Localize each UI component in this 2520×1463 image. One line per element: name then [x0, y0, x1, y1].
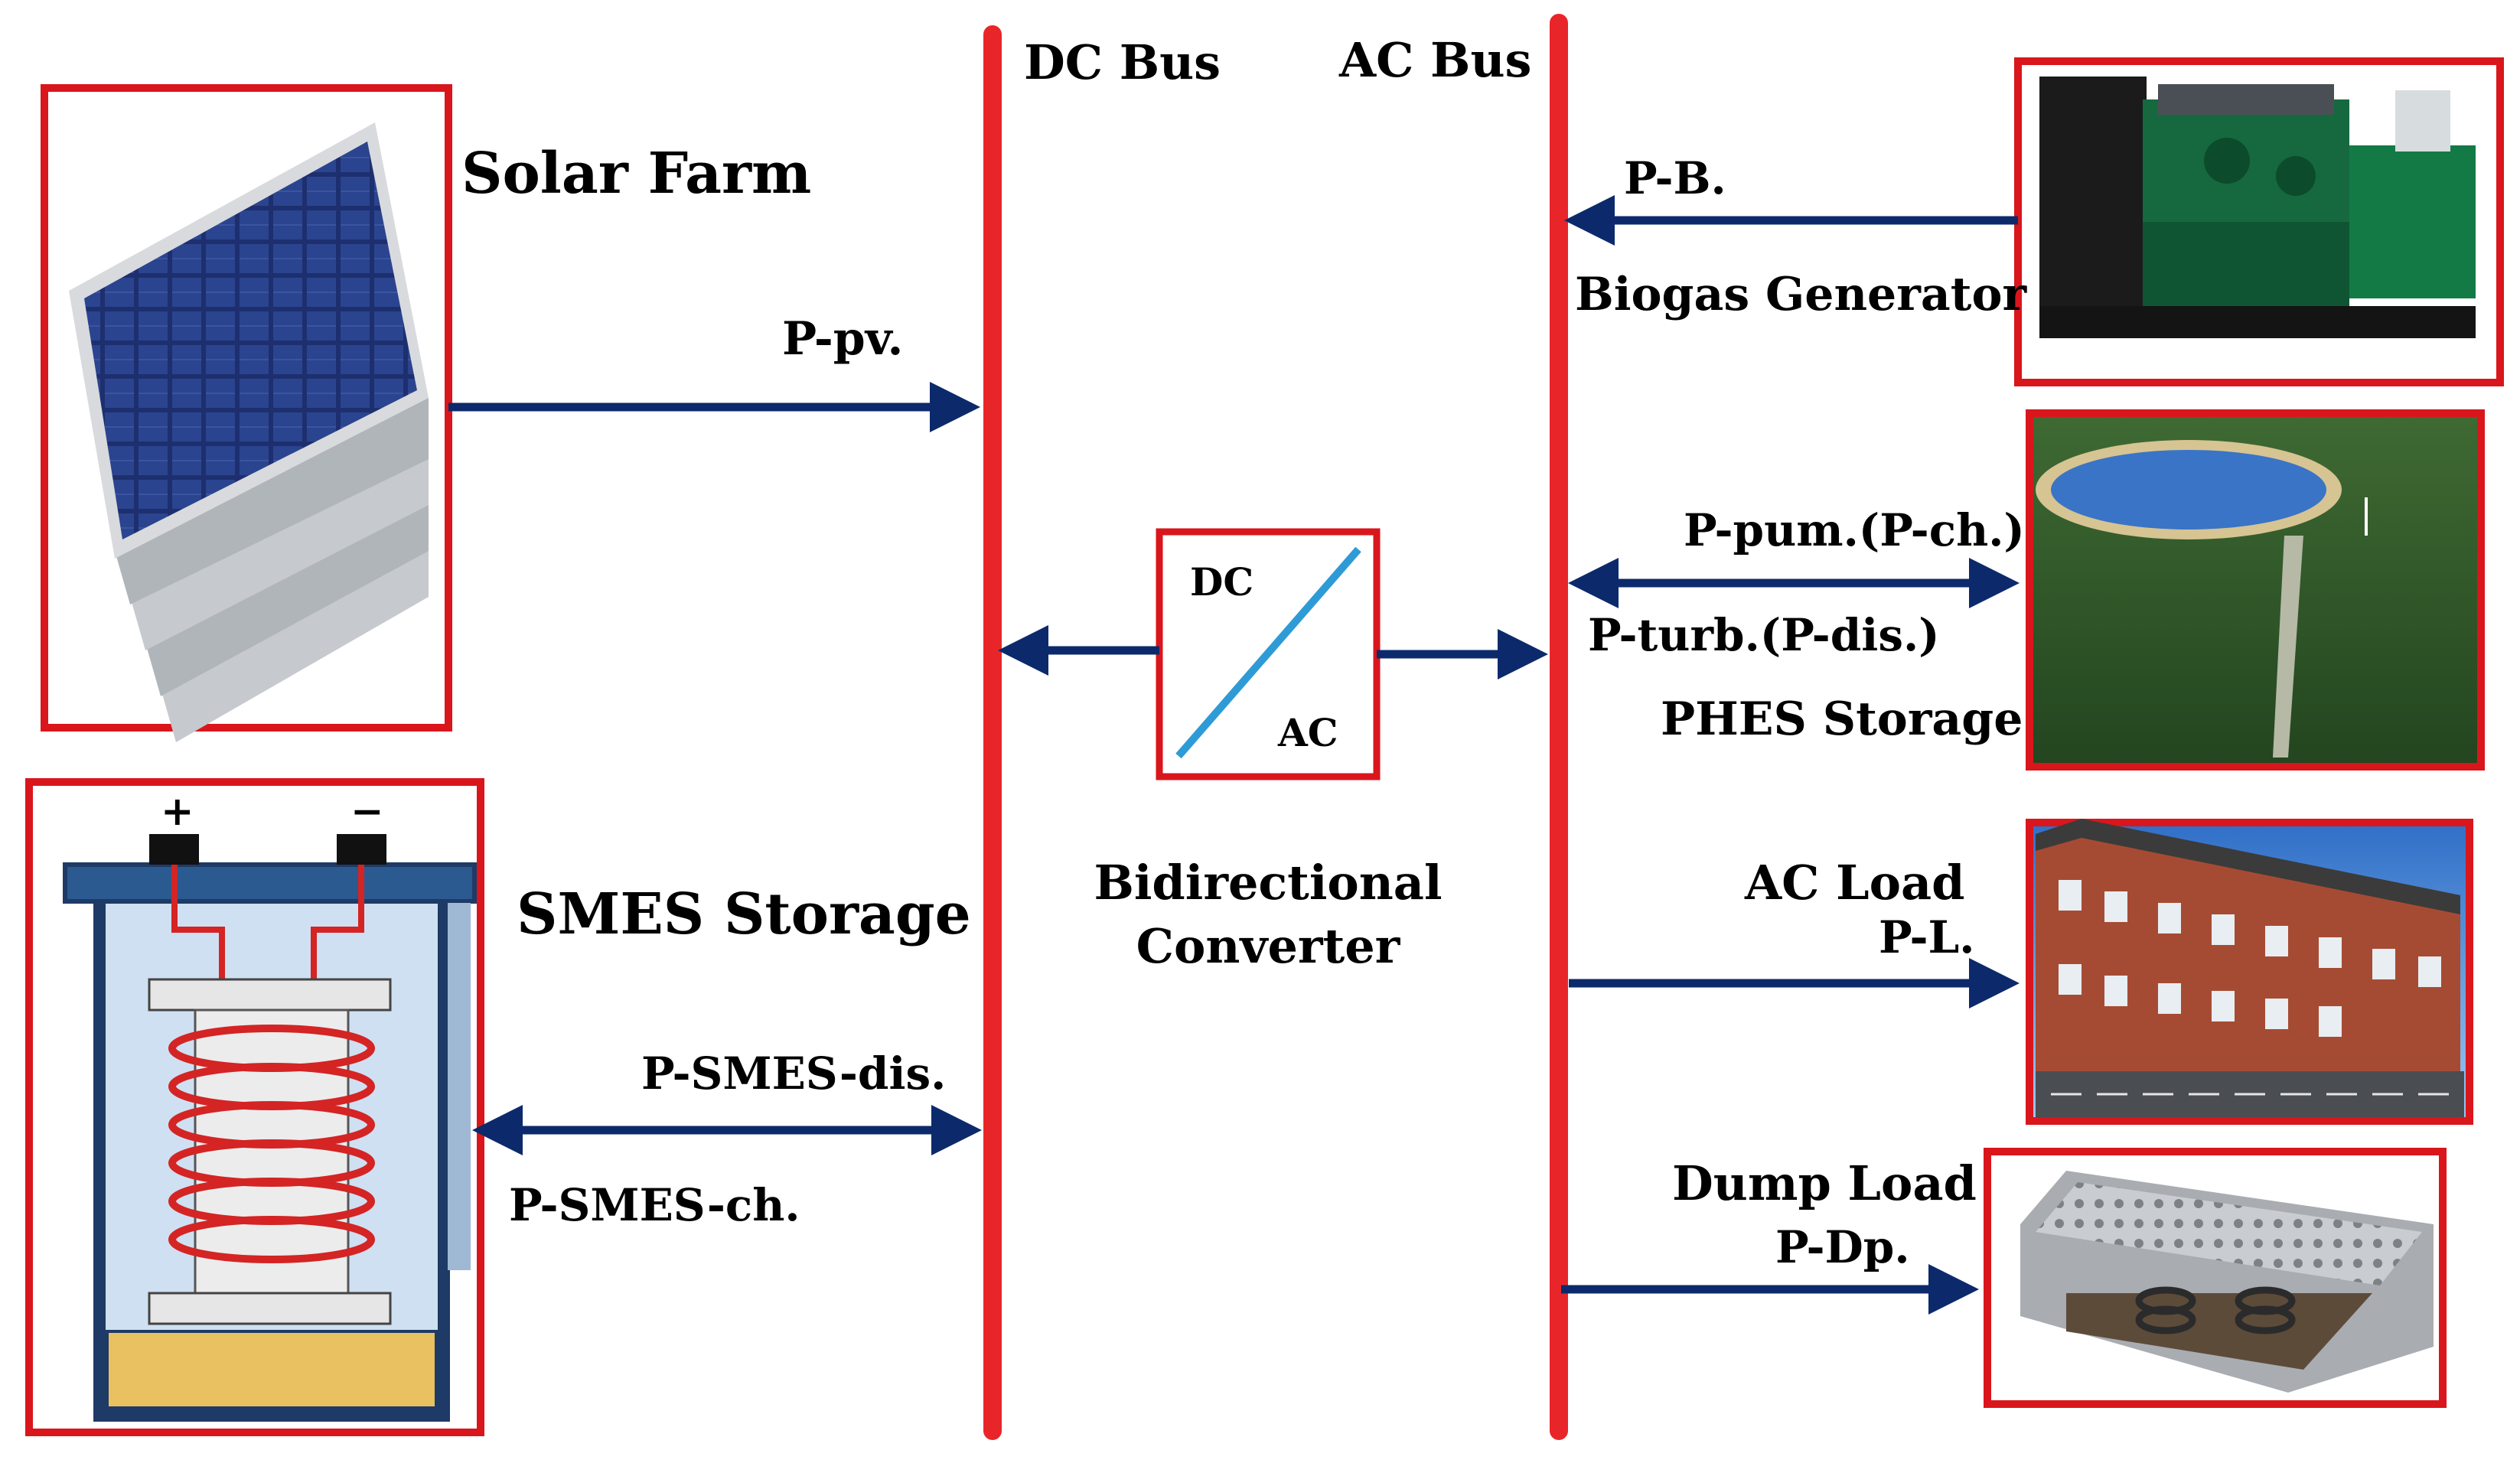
dc-bus-label: DC Bus [1024, 34, 1221, 90]
dump-load-flow-label: P-Dp. [1775, 1221, 1910, 1273]
converter-ac-label: AC [1277, 710, 1338, 755]
phes-charge-label: P-pum.(P-ch.) [1684, 504, 2025, 556]
solar-flow-label: P-pv. [782, 312, 903, 366]
phes-storage-image [2026, 409, 2485, 771]
converter-dc-label: DC [1190, 559, 1253, 604]
biogas-flow-label: P-B. [1624, 152, 1726, 204]
ac-load-flow-label: P-L. [1879, 911, 1975, 963]
dump-load-title: Dump Load [1672, 1155, 1977, 1211]
smes-plus-sign: + [161, 788, 194, 835]
dump-load-image [1984, 1148, 2447, 1408]
ac-bus-label: AC Bus [1338, 32, 1531, 88]
biogas-generator-title: Biogas Generator [1575, 268, 2027, 321]
solar-farm-image [41, 84, 452, 742]
smes-storage-title: SMES Storage [517, 881, 971, 947]
phes-storage-title: PHES Storage [1661, 692, 2023, 746]
smes-minus-sign: − [350, 788, 384, 835]
smes-discharge-label: P-SMES-dis. [641, 1048, 946, 1100]
phes-discharge-label: P-turb.(P-dis.) [1588, 609, 1940, 661]
ac-load-building-image [2026, 819, 2473, 1125]
ac-load-title: AC Load [1744, 855, 1965, 911]
converter-title-line2: Converter [1136, 918, 1401, 974]
converter-title-line1: Bidirectional [1094, 855, 1442, 911]
solar-farm-title: Solar Farm [461, 141, 811, 207]
biogas-generator-image [2014, 57, 2504, 386]
bidirectional-converter-box [1156, 528, 1381, 780]
smes-charge-label: P-SMES-ch. [509, 1179, 800, 1231]
smes-storage-image: + − [25, 778, 484, 1436]
